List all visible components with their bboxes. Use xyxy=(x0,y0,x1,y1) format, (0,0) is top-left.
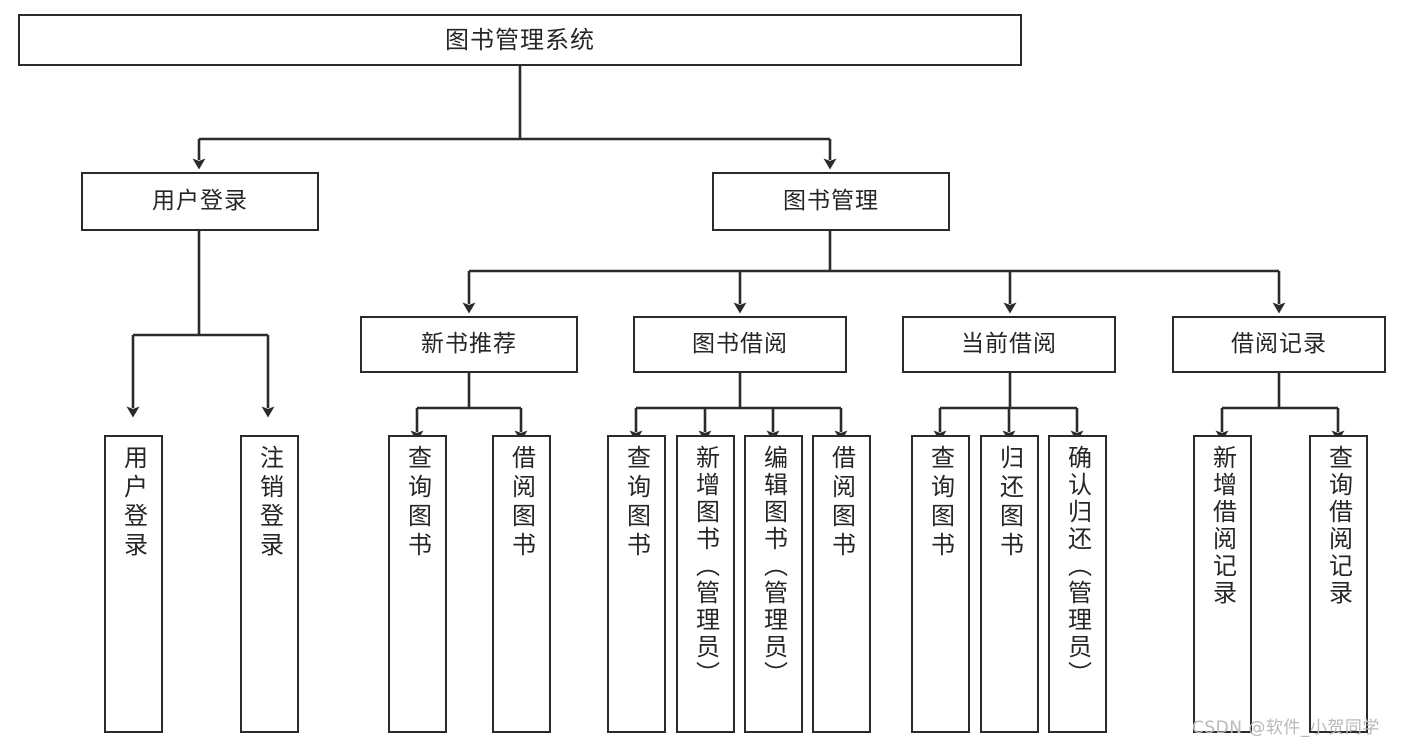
node-label: 用户登录 xyxy=(119,445,148,561)
node-leaf-query-book-1[interactable]: 查询图书 xyxy=(388,435,447,733)
node-leaf-add-book[interactable]: 新增图书（管理员） xyxy=(676,435,735,733)
node-label: 图书借阅 xyxy=(692,330,788,357)
node-leaf-user-login[interactable]: 用户登录 xyxy=(104,435,163,733)
node-label: 编辑图书（管理员） xyxy=(759,445,788,688)
node-leaf-borrow-book-1[interactable]: 借阅图书 xyxy=(492,435,551,733)
node-label: 借阅记录 xyxy=(1231,330,1327,357)
node-leaf-confirm-return[interactable]: 确认归还（管理员） xyxy=(1048,435,1107,733)
node-leaf-return-book[interactable]: 归还图书 xyxy=(980,435,1039,733)
node-current-borrow[interactable]: 当前借阅 xyxy=(902,316,1116,373)
node-label: 查询图书 xyxy=(403,445,432,561)
node-label: 图书管理 xyxy=(783,187,879,214)
node-label: 查询图书 xyxy=(622,445,651,561)
node-label: 归还图书 xyxy=(995,445,1024,561)
node-label: 借阅图书 xyxy=(507,445,536,561)
node-label: 当前借阅 xyxy=(961,330,1057,357)
node-leaf-query-book-2[interactable]: 查询图书 xyxy=(607,435,666,733)
node-label: 确认归还（管理员） xyxy=(1063,445,1092,688)
node-book-management[interactable]: 图书管理 xyxy=(712,172,950,231)
node-borrow-record[interactable]: 借阅记录 xyxy=(1172,316,1386,373)
node-leaf-logout-login[interactable]: 注销登录 xyxy=(240,435,299,733)
node-root-book-management-system[interactable]: 图书管理系统 xyxy=(18,14,1022,66)
node-leaf-edit-book[interactable]: 编辑图书（管理员） xyxy=(744,435,803,733)
node-leaf-query-record[interactable]: 查询借阅记录 xyxy=(1309,435,1368,733)
node-label: 用户登录 xyxy=(152,187,248,214)
node-label: 注销登录 xyxy=(255,445,284,561)
node-label: 图书管理系统 xyxy=(445,25,595,54)
node-label: 新书推荐 xyxy=(421,330,517,357)
node-label: 新增图书（管理员） xyxy=(691,445,720,688)
node-leaf-borrow-book-2[interactable]: 借阅图书 xyxy=(812,435,871,733)
node-label: 查询图书 xyxy=(926,445,955,561)
node-label: 查询借阅记录 xyxy=(1324,445,1353,607)
node-new-book-recommend[interactable]: 新书推荐 xyxy=(360,316,578,373)
node-user-login[interactable]: 用户登录 xyxy=(81,172,319,231)
node-book-borrow[interactable]: 图书借阅 xyxy=(633,316,847,373)
csdn-watermark: CSDN @软件_小贺同学 xyxy=(1192,718,1380,738)
node-label: 新增借阅记录 xyxy=(1208,445,1237,607)
node-leaf-add-record[interactable]: 新增借阅记录 xyxy=(1193,435,1252,733)
node-label: 借阅图书 xyxy=(827,445,856,561)
node-leaf-query-book-3[interactable]: 查询图书 xyxy=(911,435,970,733)
